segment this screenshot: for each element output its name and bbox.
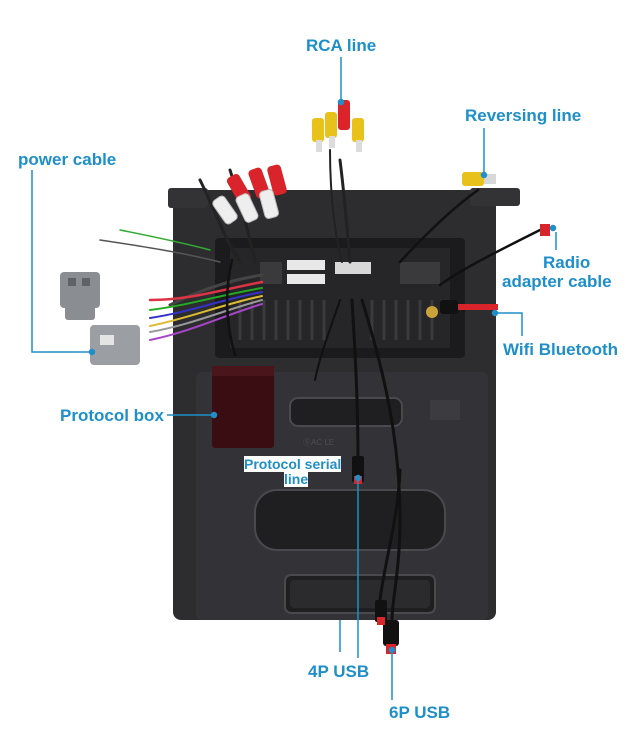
reversing-line-label: Reversing line xyxy=(465,106,582,125)
protocol-box xyxy=(212,366,274,448)
wiring-harness xyxy=(99,149,542,622)
power-cable-label: power cable xyxy=(18,150,117,169)
protocol-box-label: Protocol box xyxy=(60,406,164,425)
protocol-serial-line-label-line1: Protocol serial xyxy=(244,456,342,472)
protocol-serial-line-label-line2: line xyxy=(284,471,309,487)
power-connectors xyxy=(60,272,140,365)
leader-lines xyxy=(31,57,557,700)
radio-adapter-cable-label-line2: adapter cable xyxy=(502,272,612,291)
radio-adapter-cable-label-line1: Radio xyxy=(543,253,591,272)
usb-6p-label: 6P USB xyxy=(389,703,451,722)
rca-plugs xyxy=(212,100,496,225)
wifi-bluetooth-label: Wifi Bluetooth xyxy=(503,340,619,359)
radio-chassis xyxy=(215,238,465,358)
usb-4p-label: 4P USB xyxy=(308,662,370,681)
rca-line-label: RCA line xyxy=(306,36,377,55)
svg-text:ⓈAC LE: ⓈAC LE xyxy=(303,438,334,447)
